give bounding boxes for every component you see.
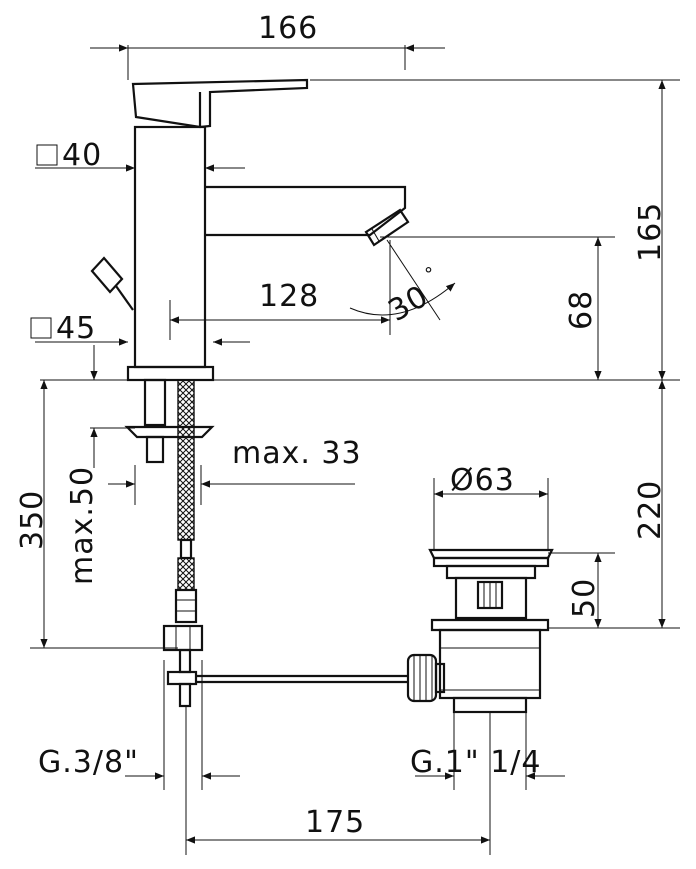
label-175: 175 <box>305 805 365 840</box>
label-350: 350 <box>15 490 50 550</box>
dimension-lines <box>35 44 666 855</box>
label-max-50: max.50 <box>65 466 100 585</box>
dimension-labels: 166 165 40 128 30 ° 45 68 220 max.50 max… <box>15 11 668 840</box>
pop-up-drain <box>406 548 554 714</box>
label-thread-3-8: G.3/8" <box>38 745 139 780</box>
label-thread-1-1-4: G.1" 1/4 <box>410 745 542 780</box>
reference-lines <box>30 45 680 649</box>
label-45: 45 <box>56 311 96 346</box>
label-165: 165 <box>633 202 668 262</box>
label-68: 68 <box>564 290 599 330</box>
label-50: 50 <box>567 578 602 618</box>
label-degree: ° <box>424 264 433 285</box>
label-128: 128 <box>259 279 319 314</box>
label-166: 166 <box>258 11 318 46</box>
square-symbol-40 <box>36 144 58 166</box>
label-220: 220 <box>633 480 668 540</box>
label-40: 40 <box>62 138 102 173</box>
label-diameter-63: Ø63 <box>450 463 515 498</box>
faucet-body <box>90 78 410 708</box>
label-max-33: max. 33 <box>232 436 362 471</box>
square-symbol-45 <box>30 317 52 339</box>
